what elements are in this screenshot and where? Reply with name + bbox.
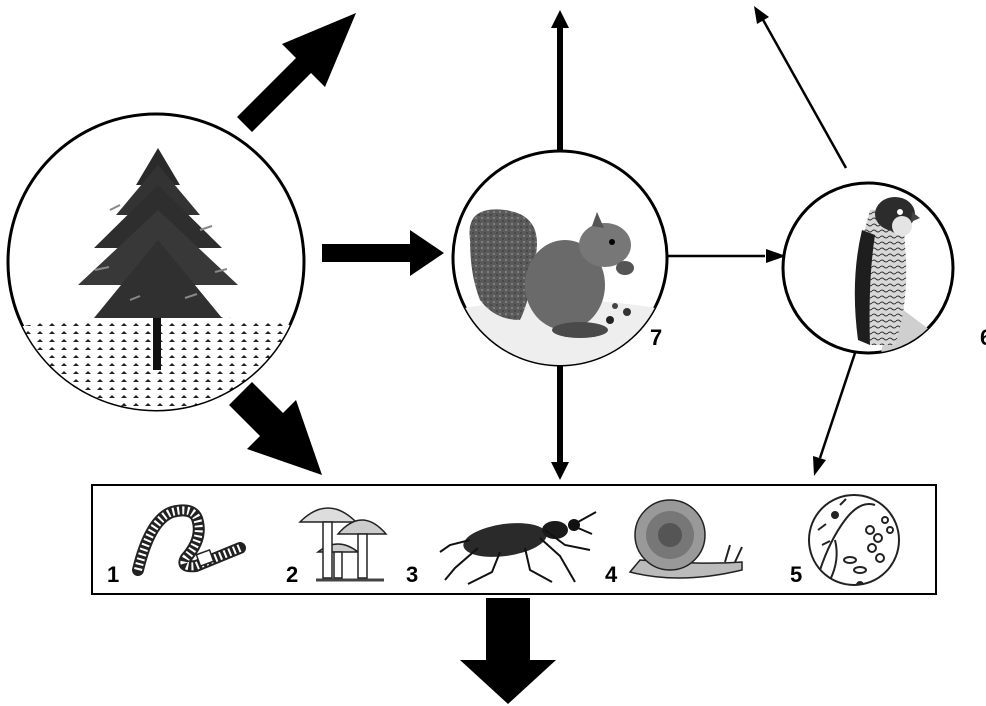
decomposers-box: 1 2 3 4: [92, 485, 936, 594]
decomposer-number-3: 3: [406, 562, 418, 587]
arrow-squirrel-to-falcon: [665, 249, 786, 263]
arrow-falcon-up: [754, 6, 846, 168]
decomposer-number-4: 4: [605, 562, 618, 587]
arrow-tree-to-decomposers: [229, 382, 322, 475]
pine-tree-circle: [0, 114, 320, 420]
arrow-squirrel-up: [551, 10, 569, 150]
squirrel-number: 7: [650, 325, 662, 350]
decomposer-number-5: 5: [790, 562, 802, 587]
arrow-squirrel-to-decomposers: [551, 363, 569, 480]
squirrel-circle: 7: [453, 151, 667, 370]
decomposer-number-2: 2: [286, 562, 298, 587]
falcon-number: 6: [980, 325, 986, 350]
falcon-circle: 6: [783, 183, 986, 360]
decomposer-number-1: 1: [107, 562, 119, 587]
arrow-decomposers-down: [460, 598, 556, 704]
arrow-tree-to-squirrel: [322, 230, 444, 276]
arrow-tree-up: [237, 13, 356, 132]
